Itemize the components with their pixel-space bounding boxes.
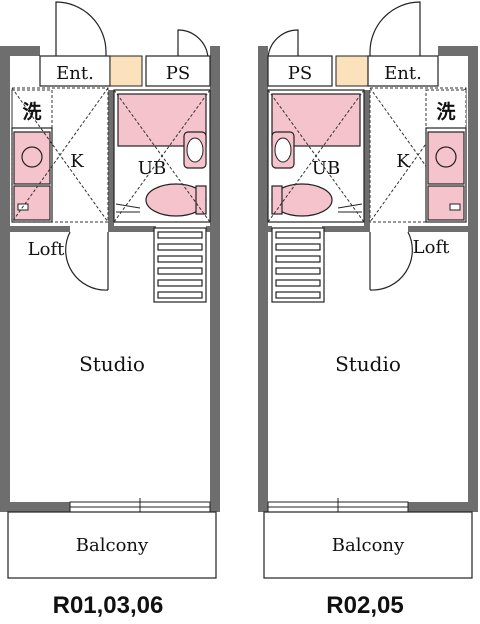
entrance-door-right bbox=[369, 1, 421, 58]
unit-label-left: R01,03,06 bbox=[53, 592, 164, 619]
washer-label: 洗 bbox=[22, 100, 41, 123]
walls-left bbox=[0, 46, 220, 512]
meter-box-right bbox=[335, 55, 369, 87]
loft-door-right bbox=[369, 231, 413, 291]
unit-label-right: R02,05 bbox=[326, 592, 403, 619]
stove-burner-right bbox=[435, 146, 457, 168]
kitchen-label: K bbox=[70, 151, 84, 172]
fridge-right bbox=[427, 185, 465, 221]
ladder-right bbox=[271, 227, 325, 303]
loft-door-left bbox=[65, 231, 109, 291]
ps-box-right bbox=[267, 55, 333, 87]
fridge-left bbox=[13, 185, 51, 221]
balcony-right bbox=[263, 511, 473, 579]
fridge-handle-right bbox=[449, 203, 461, 211]
stove-burner-left bbox=[21, 146, 43, 168]
balcony-label: Balcony bbox=[76, 535, 149, 556]
washer-label: 洗 bbox=[436, 100, 455, 123]
unit-bath-left bbox=[113, 89, 211, 223]
sink-left bbox=[13, 131, 51, 185]
kitchen-label: K bbox=[396, 151, 410, 172]
studio-label: Studio bbox=[335, 352, 401, 376]
ps-door-right bbox=[267, 29, 299, 59]
kitchen-zone-left bbox=[11, 87, 109, 223]
entrance-label: Ent. bbox=[384, 63, 422, 84]
pipe-space-label: PS bbox=[288, 63, 312, 84]
balcony-window-right bbox=[267, 498, 409, 516]
walls-right bbox=[258, 46, 478, 512]
sink-right bbox=[427, 131, 465, 185]
plan-r02: PS Ent. 洗 K UB Loft Studio Balcony R02,0… bbox=[258, 1, 478, 619]
ps-door-left bbox=[177, 29, 209, 59]
unit-bath-right bbox=[267, 89, 365, 223]
pipe-space-label: PS bbox=[166, 63, 190, 84]
plan-r01: Ent. PS 洗 K UB Loft Studio Balcony R01,0… bbox=[0, 1, 220, 619]
balcony-left bbox=[7, 511, 217, 579]
entrance-box-left bbox=[39, 55, 111, 87]
ladder-left bbox=[153, 227, 207, 303]
entrance-label: Ent. bbox=[56, 63, 94, 84]
meter-box-left bbox=[109, 55, 143, 87]
balcony-label: Balcony bbox=[332, 535, 405, 556]
bath-label: UB bbox=[138, 158, 166, 179]
bath-label: UB bbox=[312, 158, 340, 179]
entrance-door-left bbox=[55, 1, 107, 58]
loft-label: Loft bbox=[413, 237, 450, 258]
studio-label: Studio bbox=[79, 352, 145, 376]
entrance-box-right bbox=[367, 55, 439, 87]
loft-label: Loft bbox=[28, 239, 65, 260]
ps-box-left bbox=[145, 55, 211, 87]
